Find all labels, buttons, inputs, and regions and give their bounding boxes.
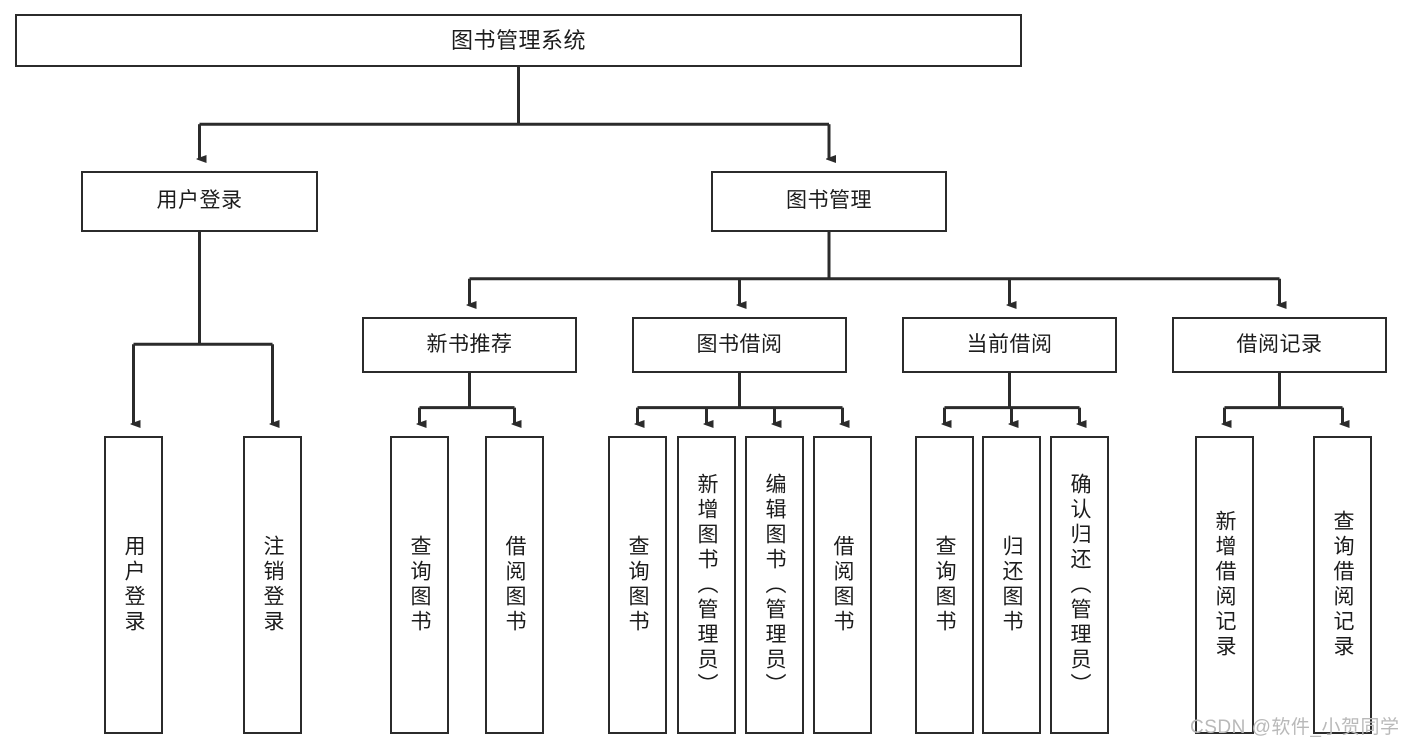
node-label: 确认归还（管理员） — [1068, 472, 1091, 698]
node-label: 注销登录 — [261, 535, 284, 635]
node-label: 图书借阅 — [696, 332, 783, 356]
node-label: 用户登录 — [122, 535, 145, 635]
node-label: 借阅记录 — [1236, 332, 1323, 356]
node-label: 借阅图书 — [503, 535, 526, 635]
node-label: 查询图书 — [408, 535, 431, 635]
node-label: 新增图书（管理员） — [695, 472, 718, 698]
node-leaf-bor-2[interactable]: 新增图书（管理员） — [677, 436, 736, 734]
node-label: 图书管理 — [786, 189, 872, 213]
node-leaf-new-2[interactable]: 借阅图书 — [485, 436, 544, 734]
watermark: CSDN @软件_小贺同学 — [1190, 717, 1400, 738]
node-borrow[interactable]: 图书借阅 — [632, 317, 847, 373]
node-bookmgmt[interactable]: 图书管理 — [711, 171, 947, 232]
node-label: 查询图书 — [933, 535, 956, 635]
node-label: 查询借阅记录 — [1331, 510, 1354, 660]
node-newbook[interactable]: 新书推荐 — [362, 317, 577, 373]
node-leaf-cur-2[interactable]: 归还图书 — [982, 436, 1041, 734]
node-leaf-login-2[interactable]: 注销登录 — [243, 436, 302, 734]
node-label: 新书推荐 — [426, 332, 513, 356]
node-label: 归还图书 — [1000, 535, 1023, 635]
node-leaf-rec-2[interactable]: 查询借阅记录 — [1313, 436, 1372, 734]
node-records[interactable]: 借阅记录 — [1172, 317, 1387, 373]
node-leaf-rec-1[interactable]: 新增借阅记录 — [1195, 436, 1254, 734]
node-leaf-cur-3[interactable]: 确认归还（管理员） — [1050, 436, 1109, 734]
node-label: 图书管理系统 — [450, 27, 586, 53]
node-root[interactable]: 图书管理系统 — [15, 14, 1022, 67]
node-login[interactable]: 用户登录 — [81, 171, 318, 232]
node-label: 查询图书 — [626, 535, 649, 635]
node-label: 新增借阅记录 — [1213, 510, 1236, 660]
node-leaf-bor-3[interactable]: 编辑图书（管理员） — [745, 436, 804, 734]
node-current[interactable]: 当前借阅 — [902, 317, 1117, 373]
node-label: 编辑图书（管理员） — [763, 472, 786, 698]
node-leaf-new-1[interactable]: 查询图书 — [390, 436, 449, 734]
node-leaf-bor-1[interactable]: 查询图书 — [608, 436, 667, 734]
node-label: 当前借阅 — [966, 332, 1053, 356]
node-label: 借阅图书 — [831, 535, 854, 635]
node-leaf-bor-4[interactable]: 借阅图书 — [813, 436, 872, 734]
node-label: 用户登录 — [156, 189, 243, 213]
node-leaf-cur-1[interactable]: 查询图书 — [915, 436, 974, 734]
node-leaf-login-1[interactable]: 用户登录 — [104, 436, 163, 734]
